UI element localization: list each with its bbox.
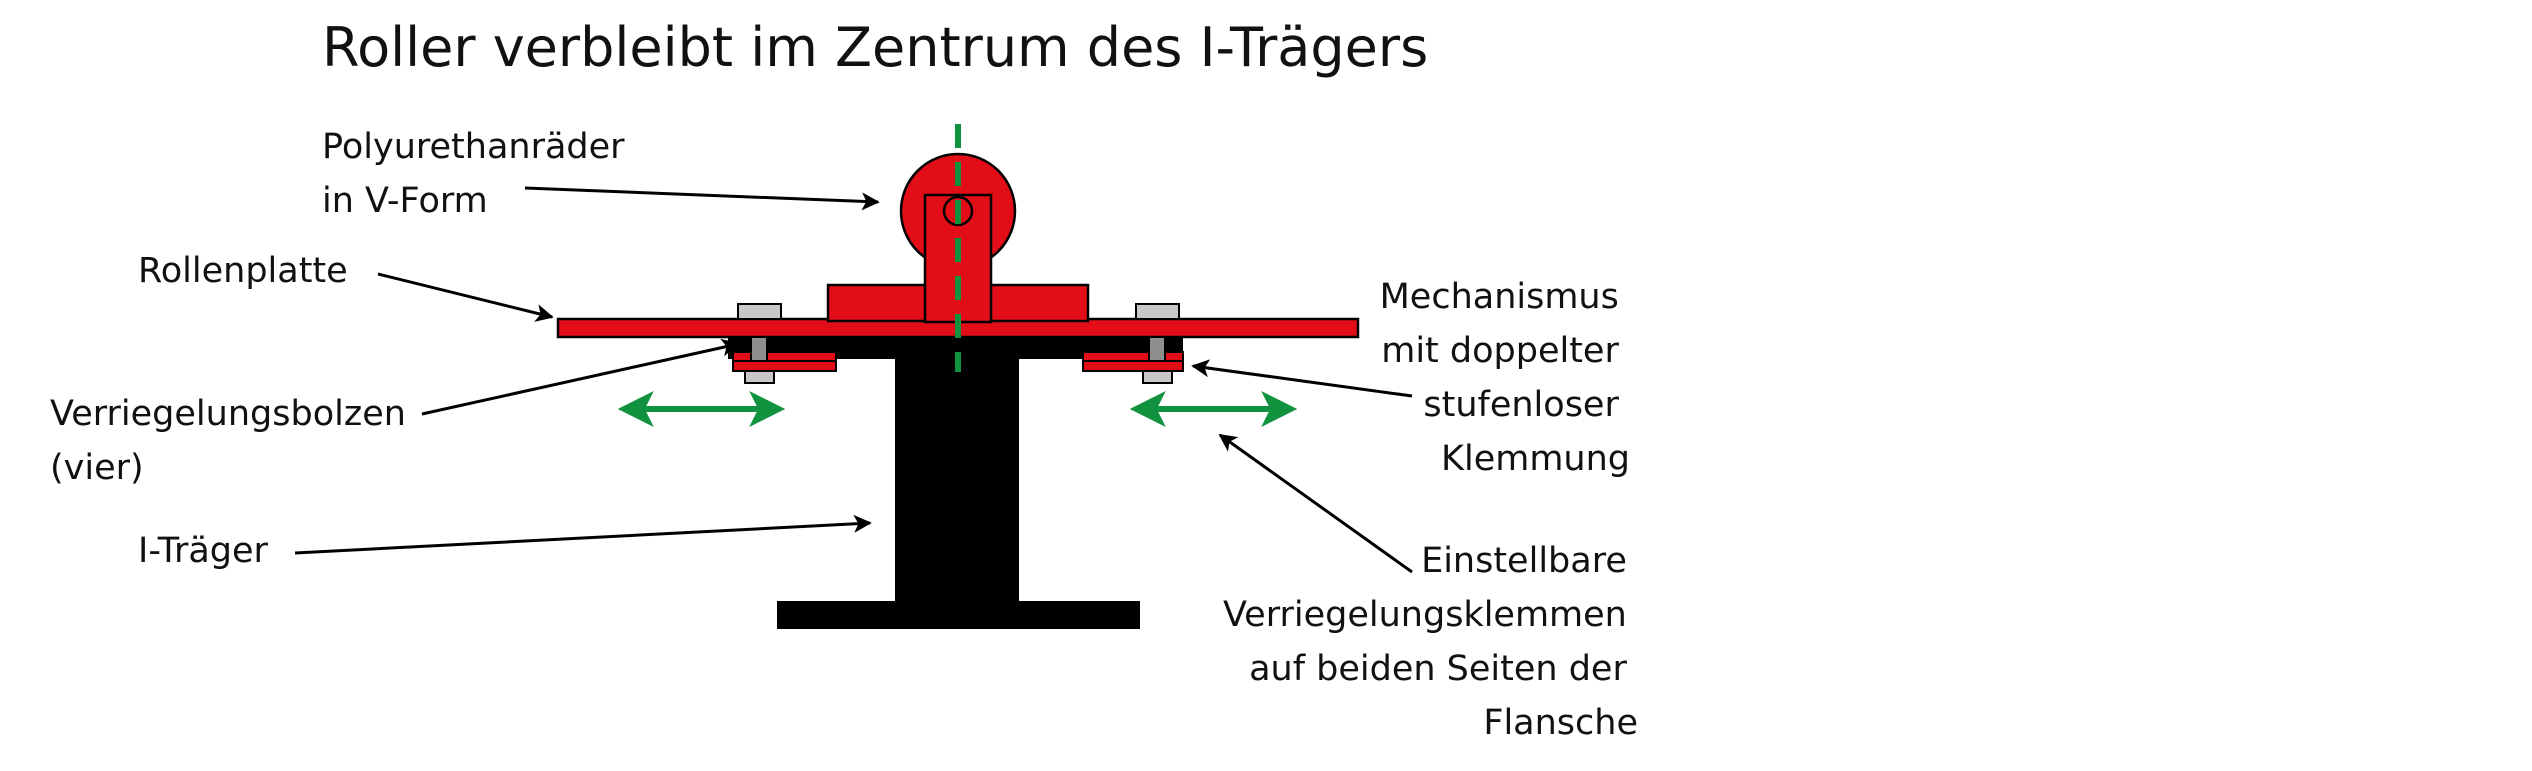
right-bolt-head <box>1135 303 1180 320</box>
label-locking-bolts-line-1: Verriegelungsbolzen <box>50 394 406 434</box>
label-clamps-line-4: Flansche <box>1483 703 1638 743</box>
right-locking-clamp <box>1082 303 1184 384</box>
label-wheels-line-2: in V-Form <box>322 181 488 221</box>
label-mechanism-line-1: Mechanismus <box>1380 277 1619 317</box>
right-bolt-nut <box>1142 370 1173 384</box>
arrow-roller-plate <box>377 272 554 322</box>
arrow-wheels <box>524 186 880 211</box>
page-title: Roller verbleibt im Zentrum des I-Träger… <box>322 16 1428 79</box>
left-bolt-head <box>737 303 782 320</box>
label-clamps-line-2: Verriegelungsklemmen <box>1223 595 1627 635</box>
i-beam-web <box>895 335 1019 605</box>
label-wheels-line-1: Polyurethanräder <box>322 127 625 167</box>
i-beam-bottom-flange <box>777 601 1140 629</box>
right-clamp-lower <box>1082 360 1184 372</box>
arrow-i-beam <box>294 514 872 555</box>
left-locking-clamp <box>732 303 837 384</box>
arrow-locking-bolts <box>421 338 740 416</box>
i-beam <box>728 335 1183 629</box>
label-mechanism-line-3: stufenloser <box>1423 385 1619 425</box>
label-clamps-line-1: Einstellbare <box>1421 541 1627 581</box>
left-bolt-shaft <box>750 336 768 362</box>
label-mechanism-line-4: Klemmung <box>1441 439 1630 479</box>
label-clamps-line-3: auf beiden Seiten der <box>1249 649 1627 689</box>
label-locking-bolts-line-2: (vier) <box>50 448 144 488</box>
right-clamp-upper <box>1082 351 1184 362</box>
left-clamp-lower <box>732 360 837 372</box>
arrow-clamps <box>1218 433 1413 574</box>
label-mechanism: Mechanismus mit doppelter stufenloser Kl… <box>1380 277 1630 479</box>
right-bolt-shaft <box>1148 336 1166 362</box>
label-wheels: Polyurethanräder in V-Form <box>322 127 636 221</box>
left-bolt-nut <box>744 370 775 384</box>
label-mechanism-line-2: mit doppelter <box>1381 331 1619 371</box>
left-clamp-upper <box>732 351 837 362</box>
label-i-beam: I-Träger <box>138 531 269 571</box>
label-clamps: Einstellbare Verriegelungsklemmen auf be… <box>1223 541 1638 743</box>
label-roller-plate: Rollenplatte <box>138 251 348 291</box>
arrow-mechanism <box>1191 359 1413 398</box>
label-locking-bolts: Verriegelungsbolzen (vier) <box>50 394 417 488</box>
wheel-axle <box>942 195 974 227</box>
